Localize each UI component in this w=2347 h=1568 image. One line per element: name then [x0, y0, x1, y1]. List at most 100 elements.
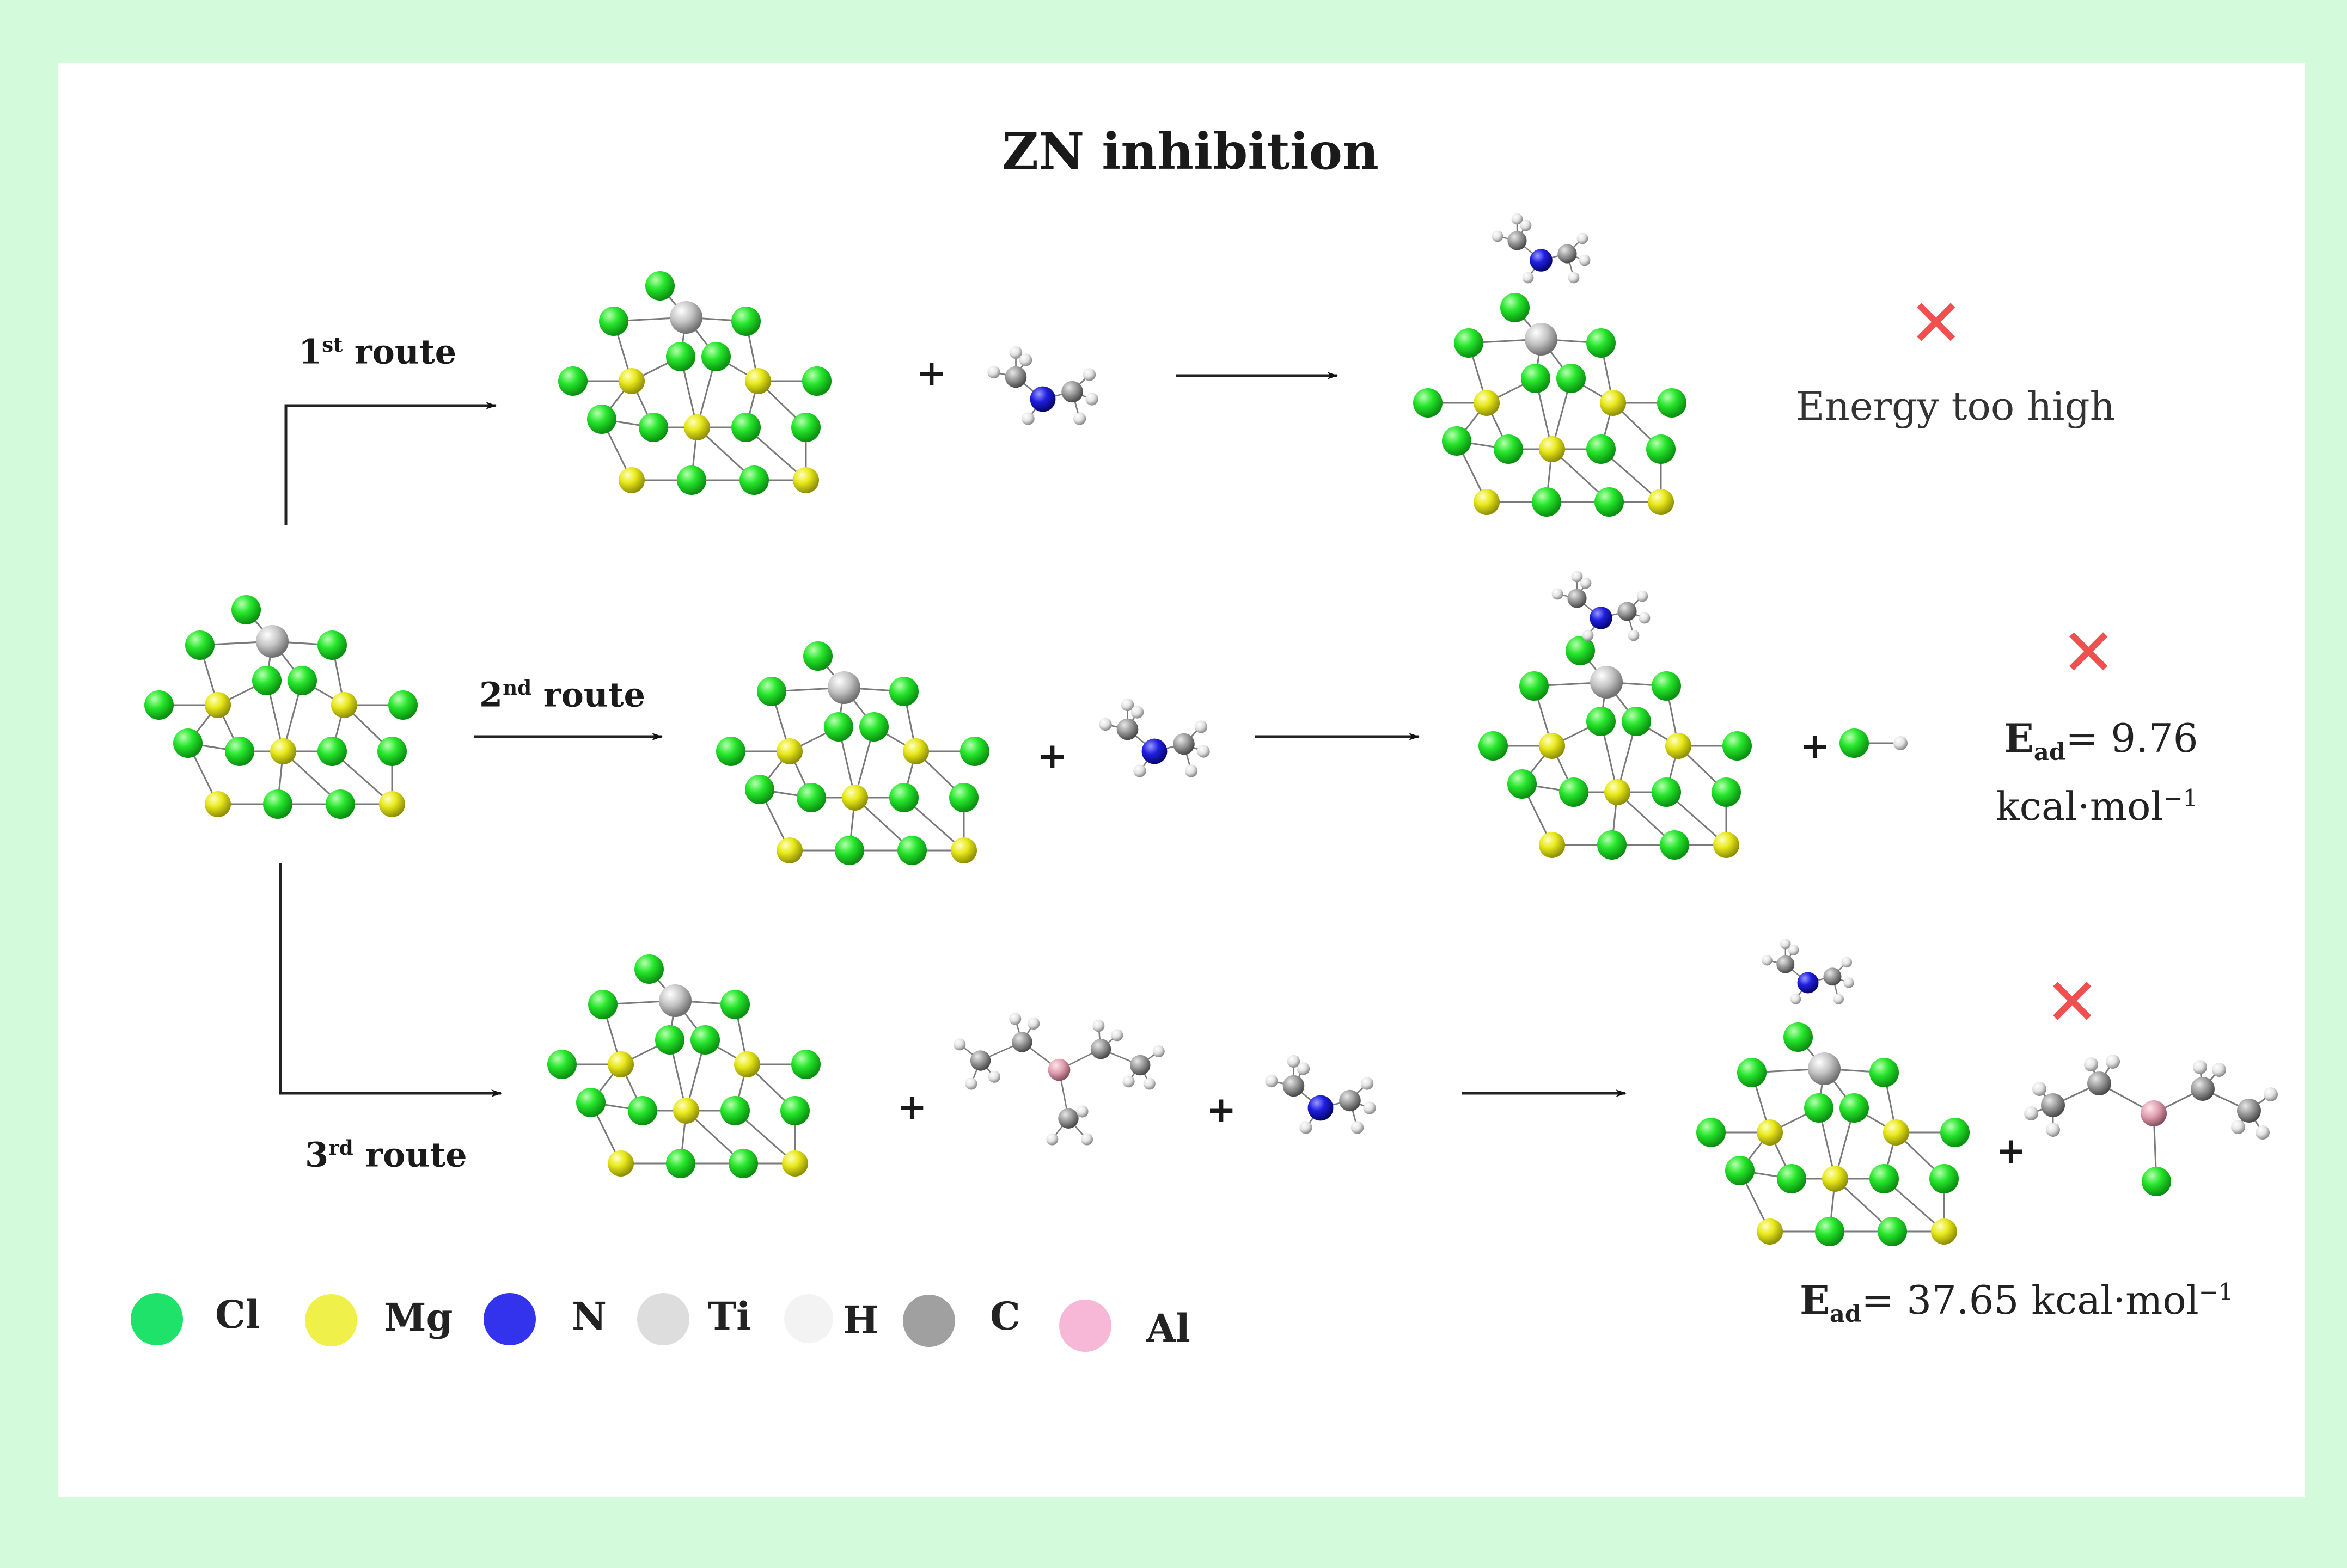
atom-cl: [1815, 1217, 1844, 1246]
atom-n: [1307, 1095, 1334, 1121]
atom-cl: [317, 630, 347, 660]
atom-h: [1076, 1105, 1089, 1118]
atom-h: [2212, 1063, 2226, 1077]
atom-h: [1350, 1121, 1364, 1134]
atom-cl: [757, 677, 786, 706]
atom-h: [2046, 1123, 2060, 1137]
atom-ti: [1590, 666, 1623, 699]
atom-cl: [731, 413, 761, 442]
atom-h: [1790, 994, 1801, 1004]
atom-mg: [1757, 1218, 1783, 1245]
route2-energy-unit-text: kcal·mol: [1996, 783, 2163, 829]
route1-product-amine: [1492, 213, 1591, 284]
atom-h: [1143, 1077, 1156, 1090]
atom-cl: [1839, 1093, 1869, 1123]
atom-cl: [1597, 830, 1627, 860]
atom-h: [1363, 1101, 1376, 1114]
atom-cl: [1940, 1118, 1970, 1147]
atom-h: [1636, 590, 1648, 602]
route3-number: 3: [305, 1135, 329, 1175]
route3-plus-3: +: [1996, 1129, 2026, 1172]
atom-cl: [1804, 1093, 1833, 1123]
legend-al-swatch: [1059, 1300, 1111, 1352]
atom-cl: [745, 775, 774, 804]
route3-alkylaluminum-chloride: [2024, 1055, 2278, 1196]
route1-product-cluster: [1413, 293, 1686, 517]
atom-h: [954, 1038, 966, 1051]
route1-plus: +: [916, 352, 947, 394]
atom-h: [1265, 1074, 1278, 1088]
atom-mg: [1822, 1166, 1848, 1192]
route2-product-amine: [1551, 571, 1651, 641]
atom-cl: [645, 271, 675, 301]
atom-ti: [659, 984, 692, 1017]
atom-cl: [677, 465, 706, 495]
atom-h: [1111, 1029, 1123, 1042]
atom-mg: [205, 692, 231, 718]
atom-h: [1628, 629, 1640, 641]
atom-cl: [1869, 1058, 1899, 1087]
atom-h: [965, 1077, 977, 1090]
legend-mg-label: Mg: [384, 1295, 453, 1340]
atom-cl: [802, 366, 832, 396]
atom-mg: [777, 837, 803, 863]
atom-h: [1287, 1055, 1300, 1068]
atom-cl: [231, 595, 261, 624]
atom-c: [1567, 589, 1587, 608]
atom-cl: [1660, 830, 1689, 860]
atom-cl: [791, 413, 821, 442]
route2-word: route: [543, 675, 645, 715]
atom-n: [1141, 738, 1168, 764]
atom-cl: [1586, 707, 1616, 736]
legend-ti-swatch: [637, 1293, 689, 1345]
atom-cl: [1839, 728, 1869, 758]
atom-h: [1582, 629, 1594, 641]
atom-ti: [1808, 1052, 1841, 1085]
atom-mg: [205, 791, 231, 817]
route2-number: 2: [479, 675, 503, 715]
atom-mg: [1883, 1119, 1909, 1146]
atom-mg: [673, 1098, 699, 1124]
atom-h: [1122, 1075, 1135, 1088]
atom-cl: [791, 1050, 821, 1079]
atom-c: [1173, 733, 1195, 755]
atom-c: [1823, 967, 1842, 986]
atom-n: [1590, 607, 1612, 629]
atom-cl: [1929, 1164, 1959, 1193]
route3-label: 3rd route: [305, 1135, 467, 1175]
atom-cl: [803, 641, 833, 671]
atom-h: [1022, 412, 1035, 425]
route3-alkylaluminum: [954, 1013, 1165, 1146]
atom-cl: [388, 690, 418, 720]
atom-h: [1092, 1020, 1105, 1032]
atom-h: [1579, 254, 1591, 266]
atom-mg: [1931, 1218, 1957, 1245]
atom-cl: [1646, 434, 1676, 464]
atom-cl: [1521, 364, 1550, 393]
route1-cross-icon: ✕: [1909, 286, 1964, 362]
atom-h: [1080, 1133, 1093, 1146]
atom-n: [1797, 972, 1819, 994]
atom-cl: [288, 666, 317, 695]
atom-mg: [903, 738, 929, 764]
atom-cl: [185, 630, 215, 660]
atom-mg: [745, 368, 771, 394]
atom-mg: [608, 1051, 634, 1077]
atom-cl: [889, 783, 919, 812]
atom-cl: [1442, 426, 1471, 456]
atom-h: [1130, 706, 1144, 719]
atom-cl: [547, 1050, 577, 1079]
atom-cl: [588, 990, 618, 1019]
atom-cl: [716, 737, 745, 766]
atom-cl: [634, 954, 664, 984]
atom-cl: [1712, 777, 1741, 807]
route3-energy-value: = 37.65 kcal·mol: [1861, 1277, 2199, 1323]
atom-cl: [731, 307, 761, 336]
legend-al-label: Al: [1146, 1306, 1190, 1351]
atom-h: [1085, 393, 1098, 406]
route2-adsorption-energy: Ead= 9.76: [2004, 719, 2198, 765]
atom-h: [1299, 1121, 1312, 1134]
atom-c: [1058, 1108, 1079, 1129]
route2-energy-value: = 9.76: [2065, 715, 2198, 761]
atom-cl: [1652, 671, 1681, 701]
